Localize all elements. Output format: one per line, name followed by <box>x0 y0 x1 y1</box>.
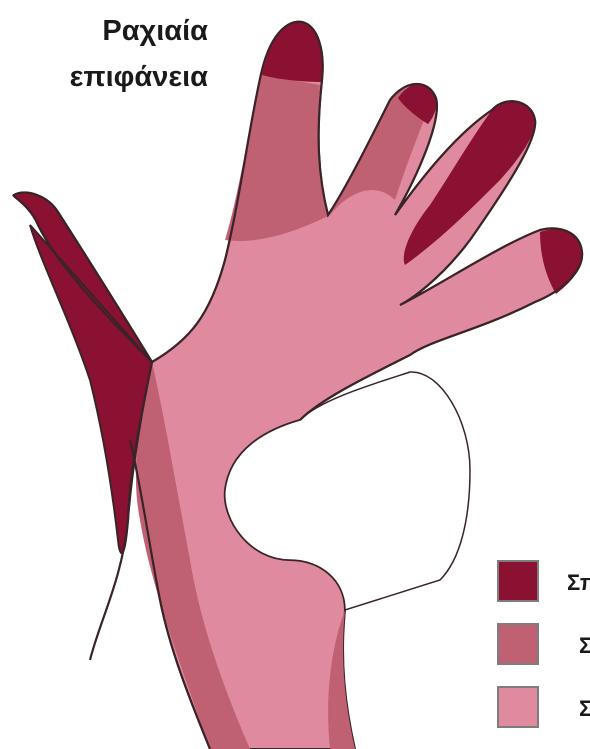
legend-label-dark: Σπ <box>567 570 590 596</box>
legend-swatch-medium <box>497 623 539 665</box>
legend-item-dark: Σπ <box>497 560 590 606</box>
legend: Σπ Σ Σ <box>497 560 590 749</box>
legend-item-medium: Σ <box>497 623 590 669</box>
legend-swatch-dark <box>497 560 539 602</box>
legend-swatch-light <box>497 686 539 728</box>
legend-label-light: Σ <box>579 696 590 722</box>
legend-label-medium: Σ <box>579 633 590 659</box>
hand-dark-region-thumb <box>13 192 152 553</box>
legend-item-light: Σ <box>497 686 590 732</box>
